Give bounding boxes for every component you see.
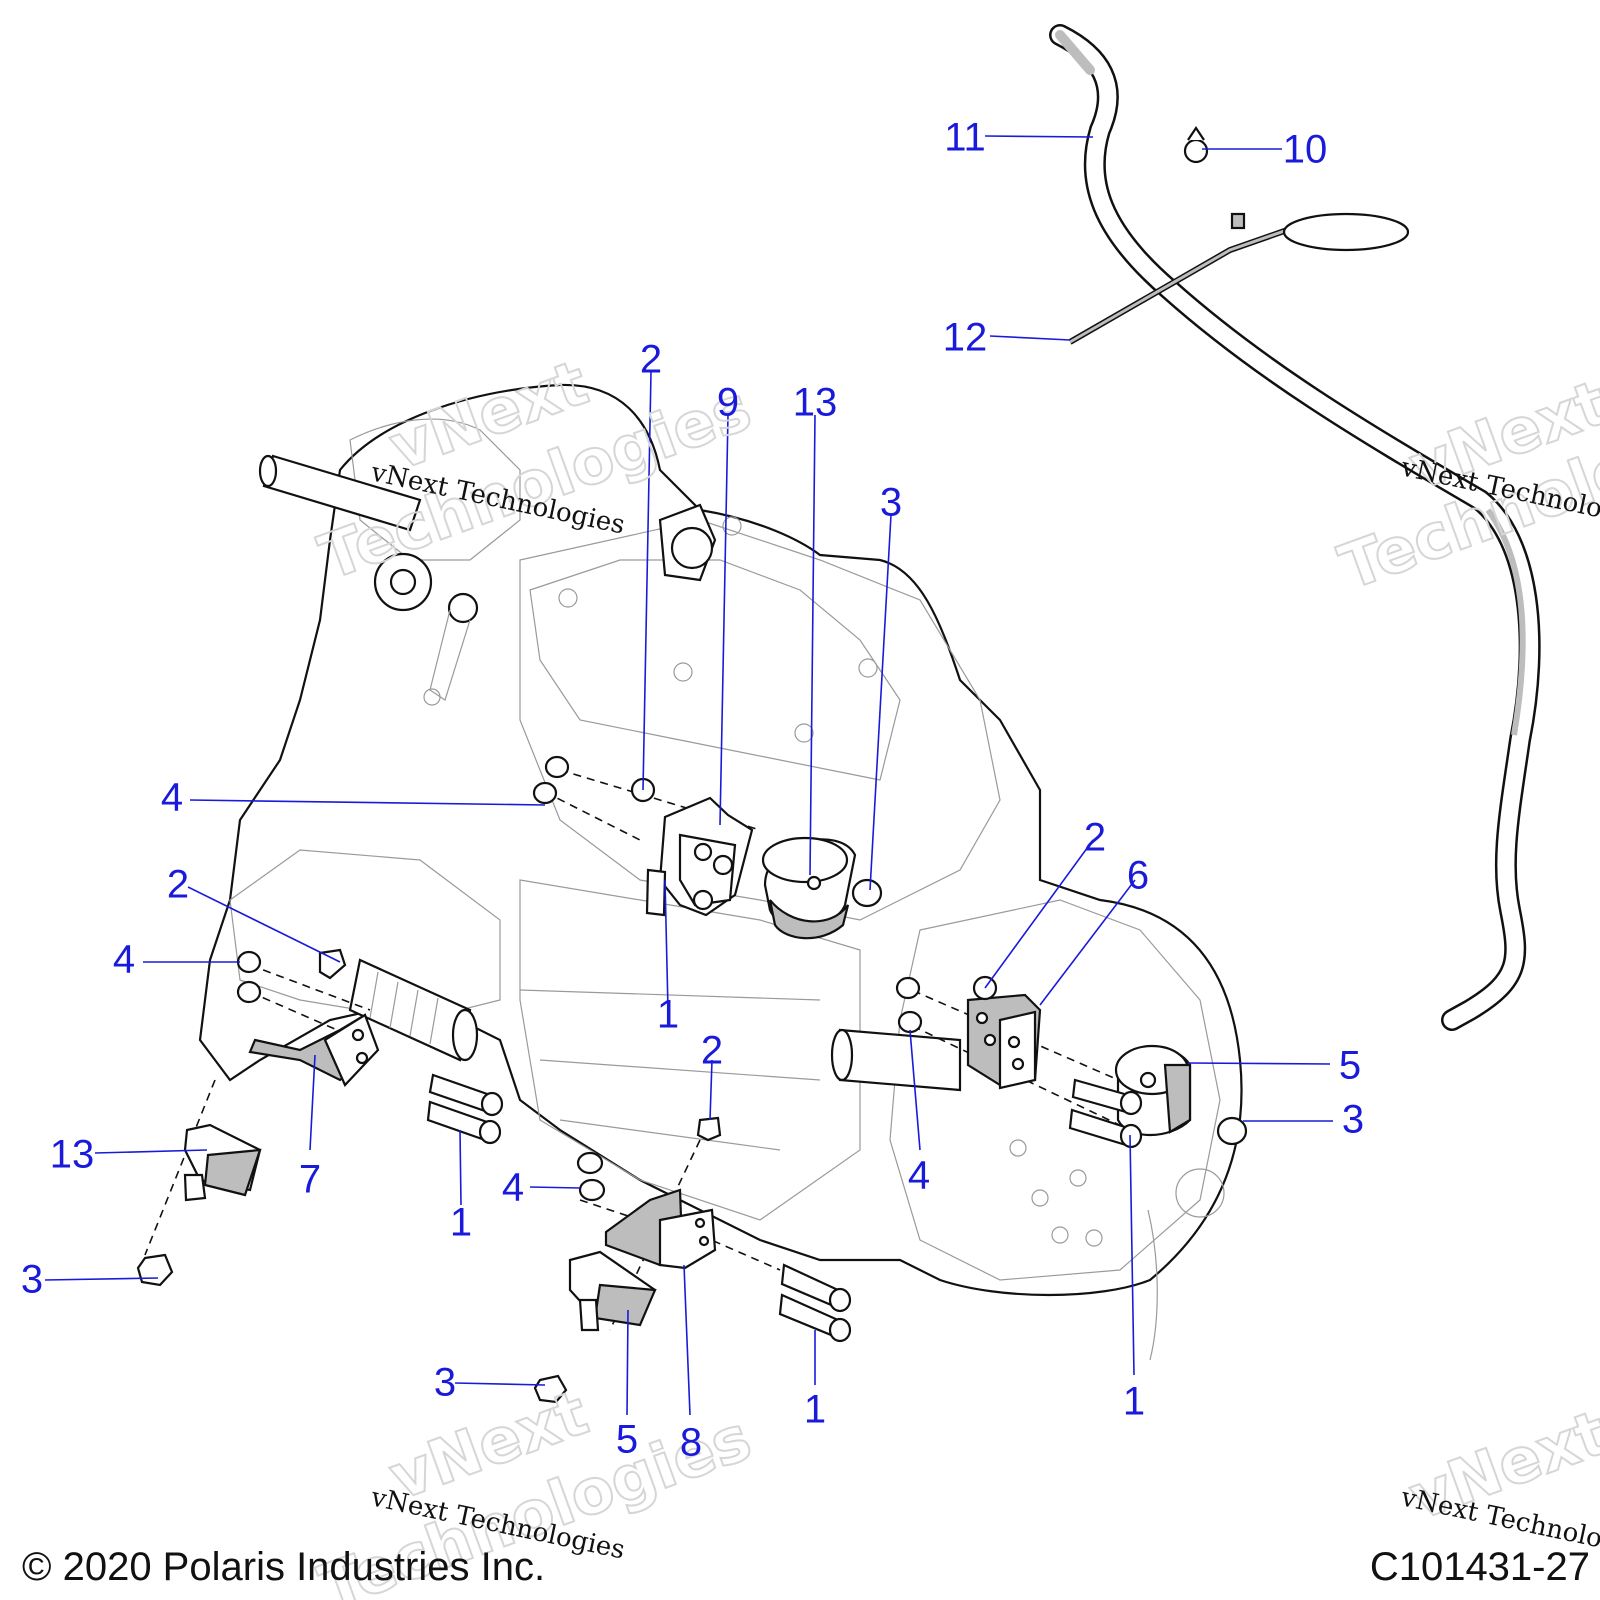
callout-9: 9 xyxy=(717,381,739,425)
callout-2: 2 xyxy=(167,863,189,907)
callout-3: 3 xyxy=(21,1258,43,1302)
bracket-8 xyxy=(604,1188,717,1270)
callout-4: 4 xyxy=(502,1166,524,1210)
callout-1: 1 xyxy=(657,993,679,1037)
cable-tie xyxy=(1068,212,1410,345)
callout-10: 10 xyxy=(1283,128,1328,172)
callout-11: 11 xyxy=(944,116,986,160)
bracket-6 xyxy=(966,993,1042,1090)
callout-3: 3 xyxy=(880,481,902,525)
figure-id: C101431-27 xyxy=(1370,1545,1590,1589)
callout-5: 5 xyxy=(616,1418,638,1462)
callout-2: 2 xyxy=(640,338,662,382)
mount-13-upper xyxy=(761,836,857,940)
copyright-text: © 2020 Polaris Industries Inc. xyxy=(22,1545,545,1589)
bracket-7 xyxy=(248,1013,380,1087)
hose-clamp xyxy=(1183,126,1209,164)
mount-5-right xyxy=(1114,1044,1192,1137)
callout-1: 1 xyxy=(450,1201,472,1245)
callout-4: 4 xyxy=(908,1154,930,1198)
leader-lines xyxy=(44,135,1333,1416)
callout-5: 5 xyxy=(1339,1044,1361,1088)
callout-1: 1 xyxy=(804,1388,826,1432)
callout-1: 1 xyxy=(1123,1380,1145,1424)
callout-3: 3 xyxy=(1342,1098,1364,1142)
callout-6: 6 xyxy=(1127,854,1149,898)
callout-13: 13 xyxy=(50,1133,95,1177)
callout-12: 12 xyxy=(943,316,988,360)
callout-3: 3 xyxy=(434,1361,456,1405)
mount-5-lower xyxy=(568,1250,657,1332)
callout-2: 2 xyxy=(701,1029,723,1073)
callout-4: 4 xyxy=(161,776,183,820)
callout-7: 7 xyxy=(299,1158,321,1202)
callout-2: 2 xyxy=(1084,816,1106,860)
vent-hose xyxy=(1049,24,1541,1031)
bracket-9 xyxy=(658,796,754,917)
callout-4: 4 xyxy=(113,938,135,982)
callout-8: 8 xyxy=(680,1421,702,1465)
callout-13: 13 xyxy=(793,381,838,425)
mount-13-left xyxy=(183,1123,262,1202)
